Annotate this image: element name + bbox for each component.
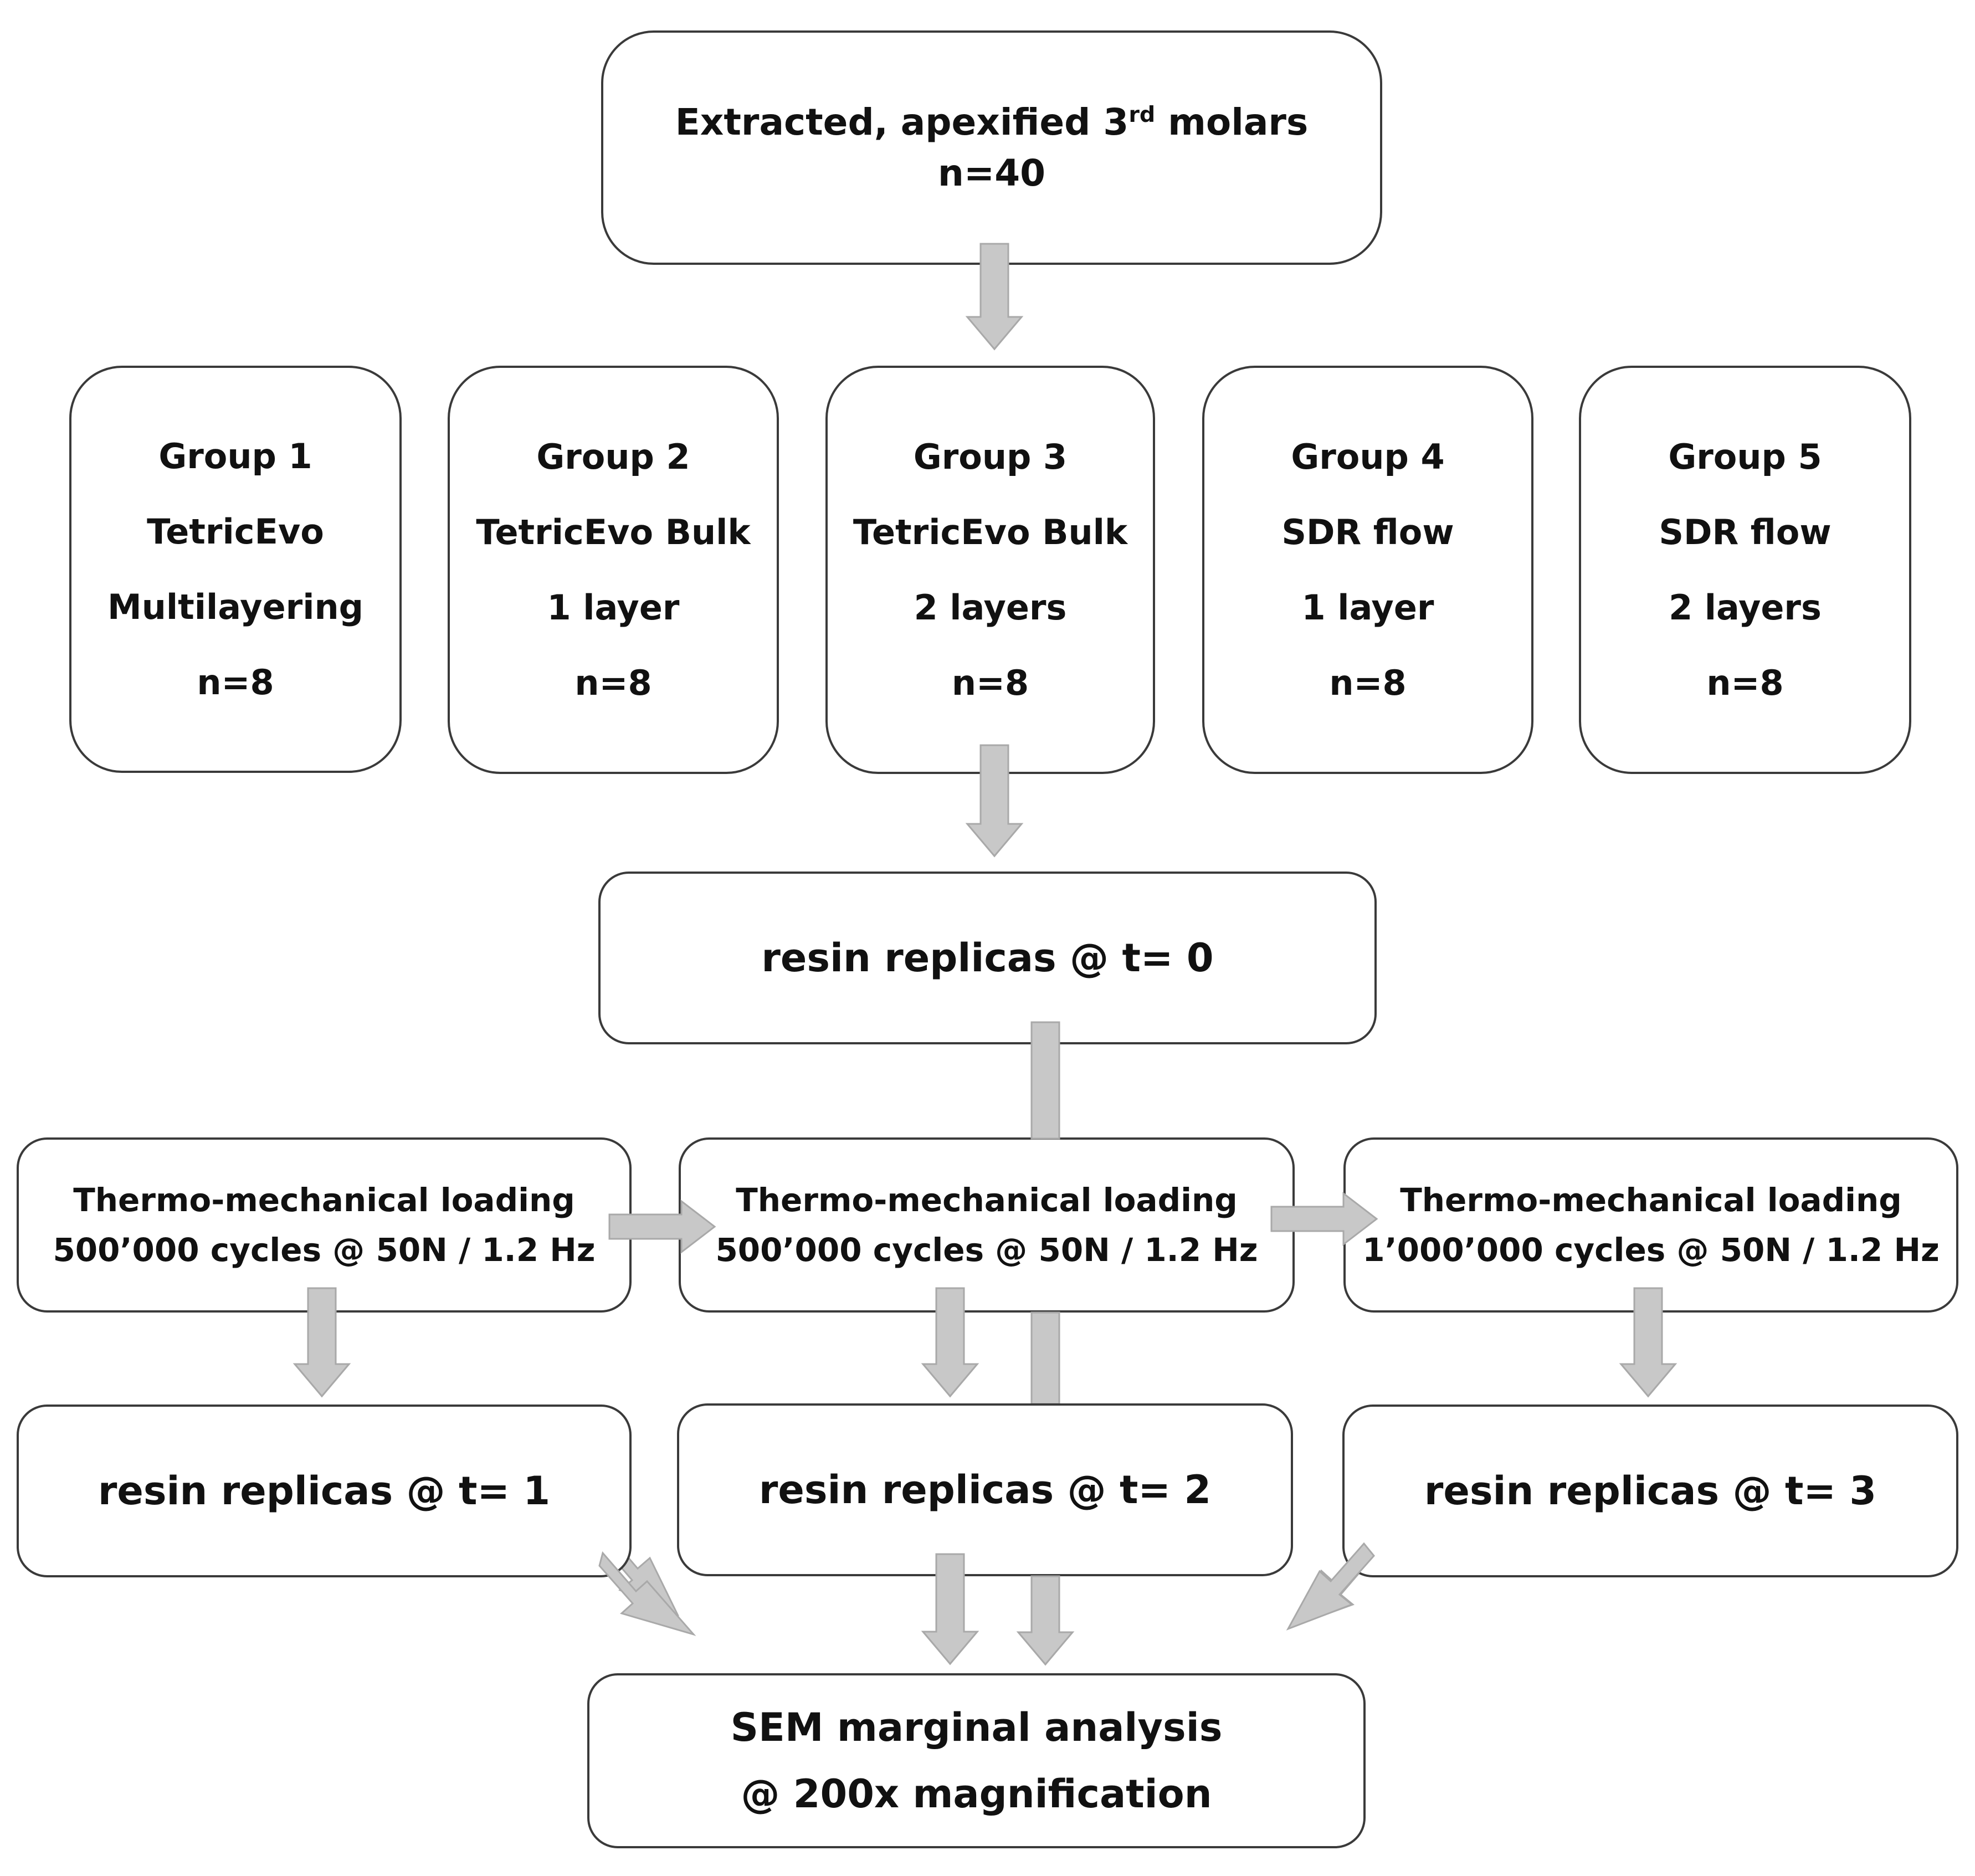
group-technique: 1 layer — [547, 587, 680, 628]
group-box-1: Group 1 TetricEvo Multilayering n=8 — [69, 366, 402, 773]
loading-title: Thermo-mechanical loading — [73, 1181, 575, 1219]
group-technique: 2 layers — [1669, 587, 1822, 628]
loading-box-3: Thermo-mechanical loading 1’000’000 cycl… — [1343, 1137, 1958, 1313]
replica-t2-box: resin replicas @ t= 2 — [677, 1403, 1293, 1576]
group-count: n=8 — [1706, 662, 1784, 703]
loading-detail: 500’000 cycles @ 50N / 1.2 Hz — [53, 1231, 596, 1269]
group-count: n=8 — [951, 662, 1029, 703]
group-technique: 2 layers — [914, 587, 1067, 628]
loading-box-1: Thermo-mechanical loading 500’000 cycles… — [17, 1137, 632, 1313]
group-box-4: Group 4 SDR flow 1 layer n=8 — [1202, 366, 1533, 774]
replica-t3-label: resin replicas @ t= 3 — [1424, 1468, 1877, 1514]
group-name: Group 3 — [913, 436, 1068, 477]
start-title-superscript: rd — [1128, 101, 1156, 127]
replica-t0-box: resin replicas @ t= 0 — [598, 872, 1377, 1044]
replica-t2-label: resin replicas @ t= 2 — [758, 1467, 1212, 1513]
group-box-2: Group 2 TetricEvo Bulk 1 layer n=8 — [448, 366, 779, 774]
group-material: TetricEvo — [147, 511, 324, 552]
loading-detail: 500’000 cycles @ 50N / 1.2 Hz — [715, 1231, 1258, 1269]
loading-detail: 1’000’000 cycles @ 50N / 1.2 Hz — [1362, 1231, 1940, 1269]
sem-line-2: @ 200x magnification — [741, 1771, 1212, 1817]
loading-title: Thermo-mechanical loading — [1400, 1181, 1902, 1219]
group-count: n=8 — [574, 662, 652, 703]
sem-line-1: SEM marginal analysis — [730, 1705, 1223, 1750]
loading-box-2: Thermo-mechanical loading 500’000 cycles… — [679, 1137, 1295, 1313]
group-count: n=8 — [1329, 662, 1407, 703]
replica-t1-label: resin replicas @ t= 1 — [98, 1468, 551, 1514]
sem-analysis-box: SEM marginal analysis @ 200x magnificati… — [587, 1673, 1366, 1848]
group-box-5: Group 5 SDR flow 2 layers n=8 — [1579, 366, 1911, 774]
loading-title: Thermo-mechanical loading — [736, 1181, 1238, 1219]
group-name: Group 1 — [158, 435, 312, 476]
group-count: n=8 — [197, 662, 274, 703]
group-material: SDR flow — [1659, 511, 1832, 552]
start-count: n=40 — [937, 151, 1046, 194]
replica-t0-label: resin replicas @ t= 0 — [761, 935, 1214, 981]
group-name: Group 2 — [536, 436, 690, 477]
group-name: Group 4 — [1291, 436, 1445, 477]
group-material: TetricEvo Bulk — [476, 511, 751, 552]
replica-t1-box: resin replicas @ t= 1 — [17, 1405, 632, 1577]
group-technique: Multilayering — [107, 586, 363, 627]
group-name: Group 5 — [1668, 436, 1822, 477]
replica-t3-box: resin replicas @ t= 3 — [1342, 1405, 1958, 1577]
start-title: Extracted, apexified 3rd molars — [675, 100, 1309, 143]
arrow-trunk-head — [1016, 1606, 1075, 1666]
group-box-3: Group 3 TetricEvo Bulk 2 layers n=8 — [825, 366, 1155, 774]
group-material: SDR flow — [1281, 511, 1454, 552]
group-technique: 1 layer — [1301, 587, 1434, 628]
start-box: Extracted, apexified 3rd molars n=40 — [601, 30, 1382, 265]
group-material: TetricEvo Bulk — [853, 511, 1128, 552]
